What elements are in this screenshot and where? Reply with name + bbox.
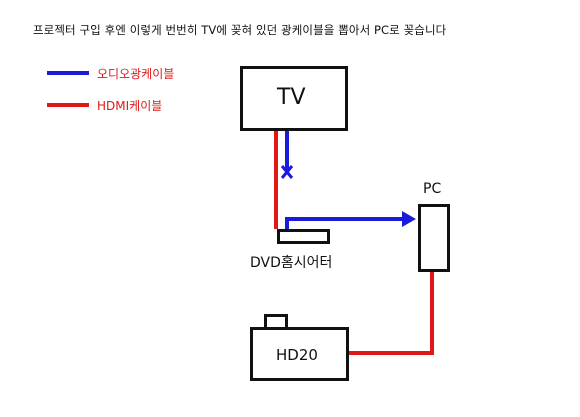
dvd-box: [277, 229, 330, 244]
pc-label: PC: [423, 181, 442, 197]
pc-box: [418, 204, 450, 272]
hdmi-cable-pc-projector: [349, 272, 434, 355]
dvd-label: DVD홈시어터: [250, 255, 333, 271]
projector-label: HD20: [276, 346, 318, 364]
optical-arrowhead: [402, 211, 416, 227]
optical-cable-dvd-pc: [285, 217, 404, 230]
legend-optical-label: 오디오광케이블: [97, 67, 175, 81]
tv-box: [240, 66, 348, 131]
caption-text: 프로젝터 구입 후엔 이렇게 번번히 TV에 꽂혀 있던 광케이블을 뽑아서 P…: [33, 23, 447, 37]
unplugged-mark-b: [280, 165, 294, 179]
legend-hdmi-line: [47, 103, 89, 107]
projector-box: [250, 327, 349, 381]
tv-label: TV: [277, 85, 306, 110]
legend-optical-line: [47, 71, 89, 75]
legend-hdmi-label: HDMI케이블: [97, 99, 163, 113]
